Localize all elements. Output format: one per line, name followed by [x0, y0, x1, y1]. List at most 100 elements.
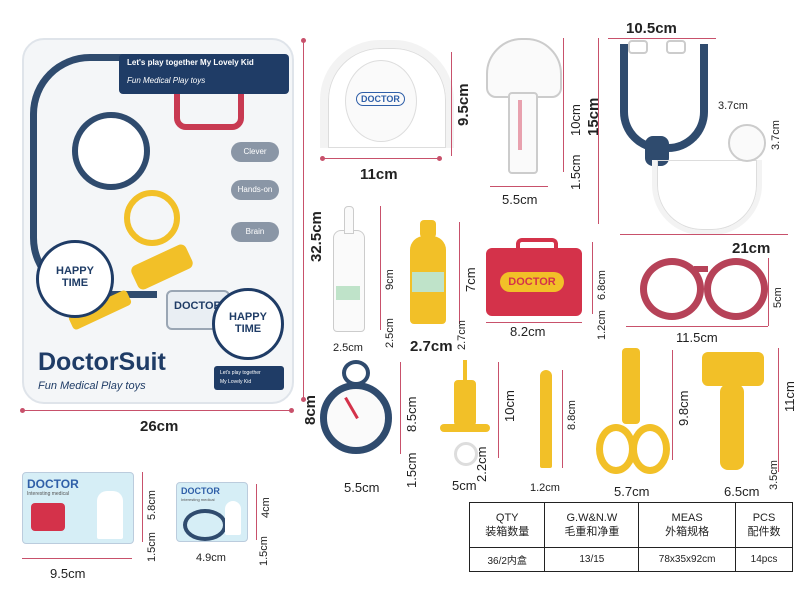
- card-small-width-label: 4.9cm: [196, 552, 226, 564]
- card-large-depth-label: 1.5cm: [146, 532, 158, 562]
- thermo-depth-label: 1.5cm: [568, 154, 583, 190]
- case-height-label: 6.8cm: [596, 270, 608, 300]
- card-large-kit-icon: [31, 503, 65, 531]
- card-large-height-label: 5.8cm: [146, 490, 158, 520]
- stetho-chest-w-label: 3.7cm: [718, 100, 748, 112]
- headlamp-width-dot-right: [437, 156, 442, 161]
- pkg-width-line: [22, 410, 292, 411]
- stetho-width-line: [608, 38, 716, 39]
- scissors-height-line: [672, 350, 673, 460]
- pkg-height-label: 32.5cm: [308, 211, 325, 262]
- stopwatch-height-line: [400, 362, 401, 454]
- glasses-width-label: 11.5cm: [676, 330, 718, 345]
- thermo-width-label: 5.5cm: [502, 192, 538, 207]
- bottle-yellow-height-line: [459, 222, 460, 324]
- package-header-line1: Let's play together My Lovely Kid: [127, 58, 254, 67]
- syringe-width-label: 5cm: [452, 478, 477, 493]
- stethoscope-chestpiece: [728, 124, 766, 162]
- card-small-height-line: [256, 484, 257, 540]
- stetho-height-label: 15cm: [585, 97, 602, 136]
- pkg-height-dot-top: [301, 38, 306, 43]
- stopwatch-height-label: 8.5cm: [404, 396, 419, 432]
- spec-value-meas: 78x35x92cm: [638, 547, 736, 572]
- headlamp-width-line: [322, 158, 440, 159]
- bottle-yellow-height-label: 7cm: [463, 267, 478, 292]
- syringe-height-label: 10cm: [502, 390, 517, 422]
- bottle-yellow-cap: [420, 220, 436, 238]
- case-width-label: 8.2cm: [510, 324, 546, 339]
- card-small-depth-label: 1.5cm: [258, 536, 270, 566]
- case-height-line: [592, 242, 593, 314]
- package-back-label: DOCTOR: [174, 300, 222, 312]
- glasses-right-lens: [704, 258, 768, 320]
- thermo-height-label: 10cm: [568, 104, 583, 136]
- card-large-height-line: [142, 472, 143, 542]
- headlamp-band: [320, 40, 454, 148]
- package-compass: [72, 112, 150, 190]
- card-small-height-label: 4cm: [260, 497, 272, 518]
- stethoscope-tip-left: [628, 40, 648, 54]
- stetho-length-line: [620, 234, 788, 235]
- bottle-white-depth-label: 2.5cm: [384, 318, 396, 348]
- hammer-head: [702, 352, 764, 386]
- happy-time-right-text: HAPPY TIME: [229, 311, 267, 335]
- scissors-height-label: 9.8cm: [676, 390, 691, 426]
- package-brand-subtitle: Fun Medical Play toys: [38, 380, 146, 392]
- scissors-ring-right: [630, 424, 670, 474]
- medical-case-handle: [516, 238, 558, 254]
- glasses-height-line: [768, 258, 769, 326]
- stethoscope-tip-right: [666, 40, 686, 54]
- syringe-barrel: [454, 380, 476, 426]
- syringe-plunger-ring: [454, 442, 478, 466]
- bottle-white-height-label: 9cm: [384, 269, 396, 290]
- stetho-height-line: [598, 38, 599, 224]
- package-yellow-scissors: [124, 190, 180, 246]
- happy-time-left-text: HAPPY TIME: [56, 265, 94, 289]
- glasses-left-lens: [640, 258, 704, 320]
- headlamp-height-label: 9.5cm: [455, 83, 472, 126]
- stetho-width-label: 10.5cm: [626, 20, 677, 37]
- bottle-yellow-width-label: 2.7cm: [410, 338, 453, 355]
- syringe-needle: [463, 360, 467, 382]
- side-button-hands-on: Hands-on: [231, 180, 279, 200]
- pkg-height-dot-bottom: [301, 397, 306, 402]
- inner-banner-line1: Let's play together: [220, 370, 261, 376]
- scissors-blade: [622, 348, 640, 424]
- hammer-depth-label: 3.5cm: [768, 460, 780, 490]
- bottle-white-label: [336, 286, 360, 300]
- hammer-height-label: 11cm: [782, 381, 797, 412]
- glasses-height-label: 5cm: [772, 287, 784, 308]
- spec-value-weight: 13/15: [544, 547, 640, 572]
- stetho-length-label: 21cm: [732, 240, 771, 257]
- glasses-bridge: [694, 266, 708, 272]
- thermometer-dial-scale: [518, 100, 522, 150]
- syringe-height-line: [498, 362, 499, 458]
- side-button-clever: Clever: [231, 142, 279, 162]
- spec-value-qty: 36/2内盒: [468, 547, 546, 572]
- bottle-yellow-label: [412, 272, 444, 292]
- hammer-handle: [720, 384, 744, 470]
- thermo-width-line: [490, 186, 548, 187]
- bottle-white-tip: [344, 206, 354, 234]
- package-header-banner: Let's play together My Lovely Kid Fun Me…: [119, 54, 289, 94]
- pkg-depth-label: 8cm: [302, 394, 319, 425]
- spec-value-row: 36/2内盒 13/15 78x35x92cm 14pcs: [468, 547, 793, 572]
- card-large-width-label: 9.5cm: [50, 566, 86, 581]
- card-small: DOCTOR Interesting medical: [176, 482, 248, 542]
- bottle-white-width-label: 2.5cm: [333, 342, 363, 354]
- stopwatch-width-label: 5.5cm: [344, 480, 380, 495]
- thermo-height-line: [563, 38, 564, 172]
- tweezers-height-line: [562, 370, 563, 468]
- case-width-line: [486, 322, 582, 323]
- syringe-flange: [440, 424, 490, 432]
- card-large-title: DOCTOR: [27, 477, 79, 491]
- card-small-title: DOCTOR: [181, 486, 220, 496]
- package-header-line2: Fun Medical Play toys: [127, 76, 206, 85]
- package-brand-title: DoctorSuit: [38, 348, 166, 376]
- headlamp-width-label: 11cm: [360, 166, 398, 183]
- card-small-stethoscope-icon: [183, 509, 227, 541]
- pkg-width-label: 26cm: [140, 418, 179, 435]
